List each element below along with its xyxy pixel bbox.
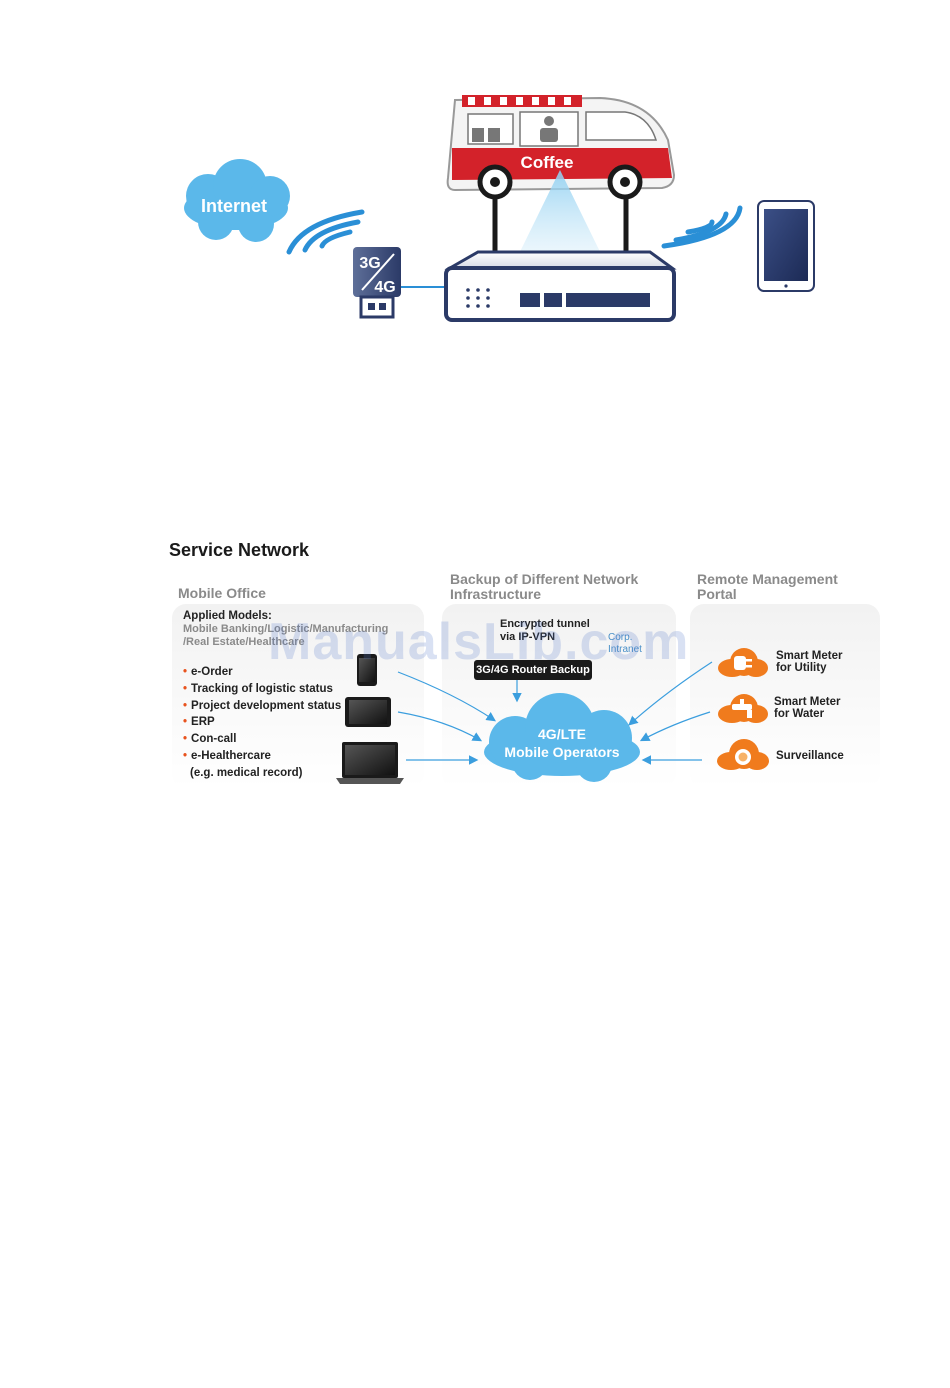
backup-title-line2: Infrastructure — [450, 586, 542, 602]
watermark: ManualsLib.com — [268, 613, 690, 671]
list-item: •e-Order — [183, 666, 233, 678]
list-item-note: (e.g. medical record) — [190, 766, 303, 779]
internet-label: Internet — [201, 196, 267, 216]
remote-title: Remote Management Portal — [697, 572, 838, 602]
list-item: •ERP — [183, 716, 215, 729]
smart-meter-utility-label: Smart Meter for Utility — [776, 650, 843, 674]
backup-title-line1: Backup of Different Network — [450, 571, 639, 587]
router-backup-box: 3G/4G Router Backup — [474, 660, 592, 680]
top-network-diagram: Coffee Internet 3G 4G — [184, 95, 815, 322]
corp-intranet-text: Corp. Intranet — [608, 632, 642, 655]
van-label: Coffee — [521, 153, 574, 172]
dongle-4g-label: 4G — [374, 279, 395, 296]
right-wifi-waves — [661, 205, 743, 249]
remote-title-line1: Remote Management — [697, 571, 838, 587]
list-item: •Con-call — [183, 733, 237, 746]
tablet-icon — [757, 200, 815, 292]
applied-models-label: Applied Models: — [183, 610, 272, 622]
list-item: •Tracking of logistic status — [183, 682, 333, 695]
tunnel-text: Encrypted tunnel via IP-VPN — [500, 618, 590, 643]
list-item: •Project development status — [183, 699, 342, 712]
surveillance-label: Surveillance — [776, 750, 844, 762]
use-case-list: •e-Order •Tracking of logistic status •P… — [183, 664, 341, 782]
mobile-office-title: Mobile Office — [178, 585, 266, 601]
internet-cloud: Internet — [184, 159, 290, 242]
coffee-van: Coffee — [446, 95, 676, 200]
signal-beam — [515, 170, 605, 262]
applied-models-text: Mobile Banking/Logistic/Manufacturing /R… — [183, 623, 389, 648]
dongle-3g-label: 3G — [359, 255, 380, 272]
left-wifi-waves — [286, 209, 365, 255]
service-network-title: Service Network — [169, 540, 310, 560]
remote-title-line2: Portal — [697, 586, 737, 602]
smart-meter-water-label: Smart Meter for Water — [774, 696, 841, 720]
router — [444, 196, 677, 322]
backup-title: Backup of Different Network Infrastructu… — [450, 572, 638, 602]
list-item: •e-Healthercare — [183, 749, 271, 762]
usb-dongle: 3G 4G — [353, 247, 401, 319]
